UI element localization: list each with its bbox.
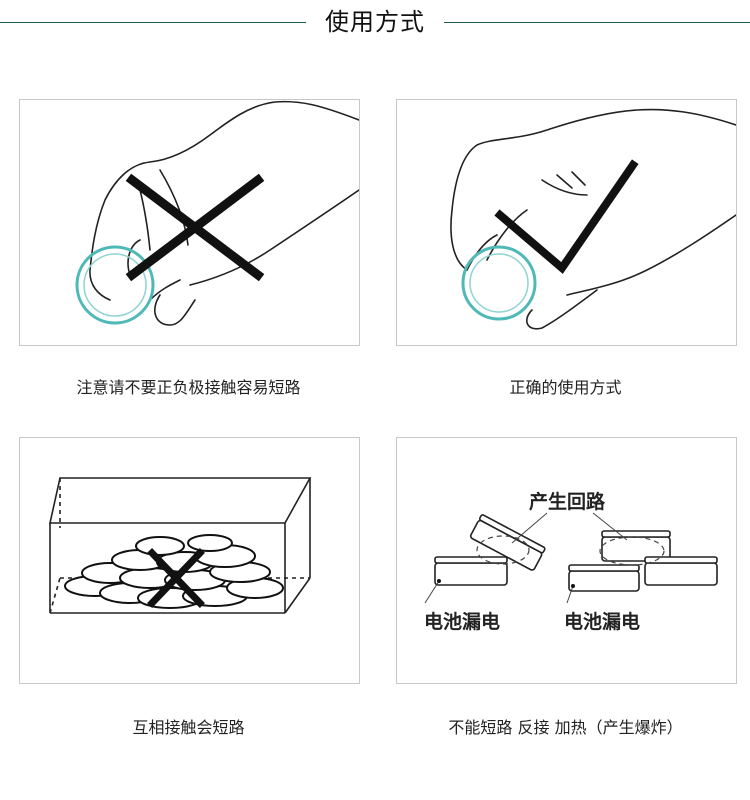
loop-label: 产生回路 (529, 490, 606, 513)
panel-wrong-contact (19, 99, 360, 346)
leak-label-right: 电池漏电 (564, 610, 640, 633)
leak-point-icon (571, 584, 575, 588)
leak-label-left: 电池漏电 (424, 610, 500, 633)
wrong-x-icon (125, 173, 265, 282)
panel-short-circuit-caption: 不能短路 反接 加热（产生爆炸） (448, 718, 683, 737)
panel-coins-touching (19, 437, 360, 684)
coin-battery-icon (75, 245, 155, 325)
wrong-x-icon (147, 548, 205, 608)
header-rule-left (0, 22, 306, 23)
hand-holding-correct-illustration (450, 108, 736, 330)
battery-short-circuit-illustration: 产生回路 电池漏电 电池漏电 (424, 490, 718, 633)
panel-coins-caption: 互相接触会短路 (132, 718, 245, 737)
panel-wrong-caption: 注意请不要正负极接触容易短路 (76, 378, 301, 397)
panel-correct-caption: 正确的使用方式 (509, 378, 622, 397)
coin-battery-icon (461, 245, 537, 321)
page-title: 使用方式 (325, 8, 425, 36)
panel-correct-usage (396, 99, 737, 346)
leak-point-icon (437, 579, 441, 583)
hand-pinching-wrong-illustration (75, 100, 359, 326)
correct-check-icon (494, 159, 639, 274)
panel-short-circuit-diagram: 产生回路 电池漏电 电池漏电 (396, 437, 737, 684)
coins-in-box-illustration (49, 477, 312, 614)
header-rule-right (444, 22, 750, 23)
